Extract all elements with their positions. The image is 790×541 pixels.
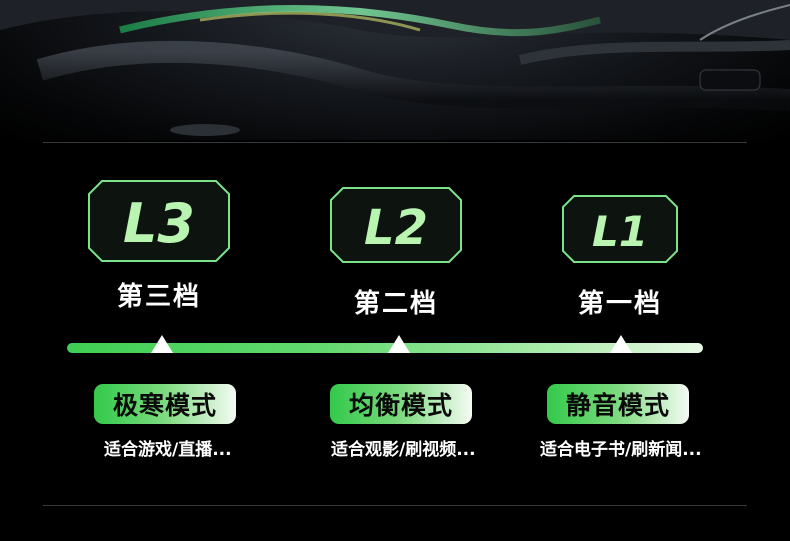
mode-l3: L3 第三档 — [88, 180, 230, 313]
gradient-bar — [67, 343, 703, 353]
mode-l2: L2 第二档 — [330, 187, 462, 320]
mode-desc: 适合电子书/刷新闻... — [540, 440, 702, 460]
gear-name: 第三档 — [116, 282, 201, 312]
hero-art — [0, 0, 790, 136]
level-slider-track — [67, 335, 705, 365]
triangle-up-icon — [610, 335, 632, 353]
level-badge-frame: L3 — [88, 180, 230, 262]
mode-tag-freeze: 极寒模式 — [94, 384, 236, 424]
level-badge-frame: L2 — [330, 187, 462, 263]
mode-l1: L1 第一档 — [562, 195, 678, 320]
level-label: L2 — [364, 200, 428, 256]
level-badge-l2: L2 — [330, 187, 462, 263]
gear-name: 第二档 — [353, 289, 438, 319]
level-badge-frame: L1 — [562, 195, 678, 263]
triangle-up-icon — [388, 335, 410, 353]
level-badge-l1: L1 — [562, 195, 678, 263]
bottom-divider — [43, 505, 747, 506]
mode-desc: 适合游戏/直播... — [104, 440, 232, 460]
level-label: L3 — [123, 192, 195, 255]
mode-tag-silent: 静音模式 — [547, 384, 689, 424]
triangle-up-icon — [151, 335, 173, 353]
level-badge-l3: L3 — [88, 180, 230, 262]
gear-name: 第一档 — [577, 289, 662, 319]
top-divider — [43, 142, 747, 143]
level-label: L1 — [592, 207, 648, 256]
mode-tag-balance: 均衡模式 — [330, 384, 472, 424]
hero-product-image — [0, 0, 790, 140]
mode-desc: 适合观影/刷视频... — [331, 440, 476, 460]
